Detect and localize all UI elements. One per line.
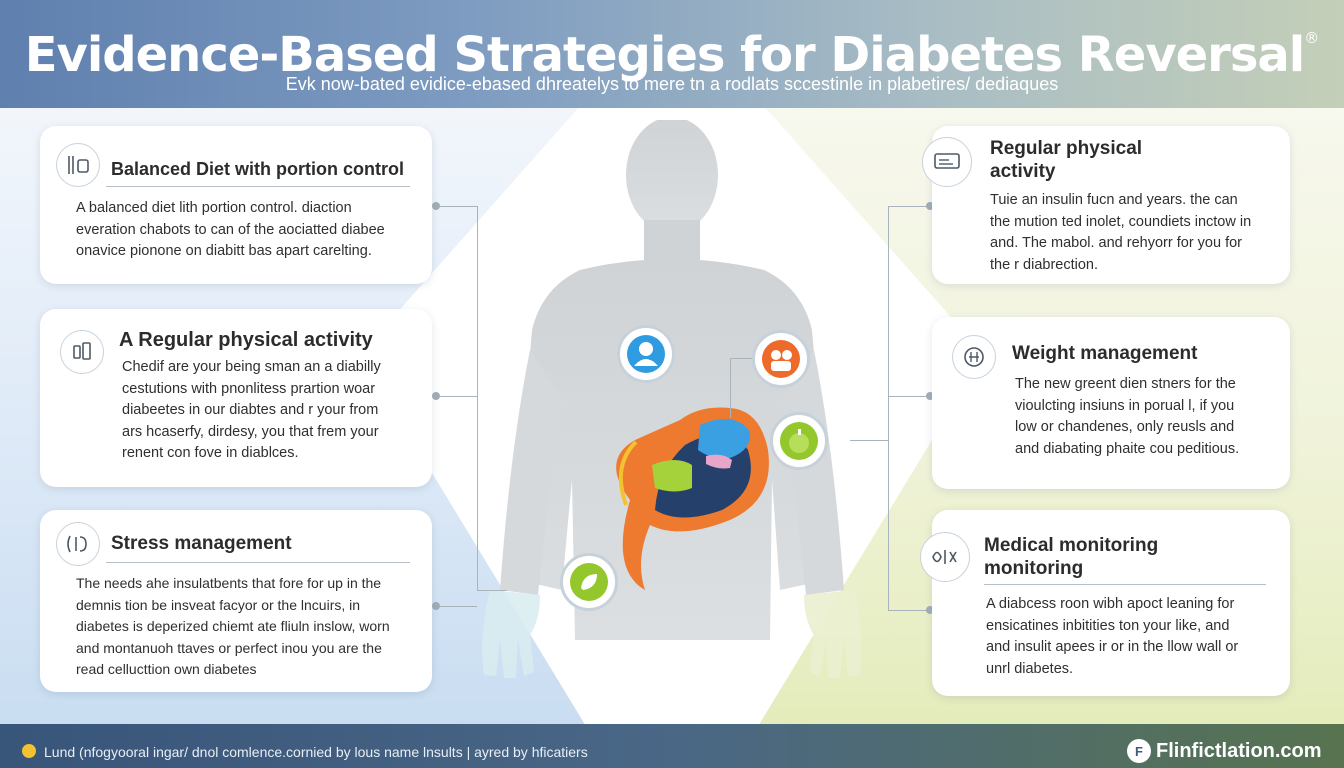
body-left-hand <box>482 590 540 678</box>
group-organ-icon <box>752 330 810 388</box>
card-text-activity-right: Tuie an insulin fucn and years. the can … <box>990 192 1252 273</box>
card-divider-stress <box>106 562 410 563</box>
connector-dot-activity-right <box>926 202 934 210</box>
connector-group-icon <box>730 358 752 359</box>
connector-dot-diet <box>432 202 440 210</box>
connector-activity-left <box>437 396 477 397</box>
connector-right-vertical <box>888 206 889 610</box>
card-title-activity-left: A Regular physical activity <box>119 329 373 351</box>
brand-logo-icon[interactable]: F <box>1127 739 1151 763</box>
card-text-weight: The new greent dien stners for the vioul… <box>1015 376 1240 457</box>
body-right-hand <box>804 590 862 678</box>
person-organ-icon <box>617 325 675 383</box>
apple-organ-icon <box>770 412 828 470</box>
strategy-card-activity-left <box>40 309 432 487</box>
body-right-arm <box>782 350 844 595</box>
card-divider-diet <box>106 186 410 187</box>
activity-icon <box>60 330 104 374</box>
footer-bar <box>0 724 1344 768</box>
strategy-card-stress <box>40 510 432 692</box>
card-title-diet: Balanced Diet with portion control <box>111 159 405 179</box>
connector-activity-right <box>888 206 930 207</box>
page-title: Evidence-Based Strategies for Diabetes R… <box>24 27 1320 83</box>
body-left-arm <box>500 350 562 595</box>
info-badge-icon <box>22 744 36 758</box>
body-head <box>626 120 718 233</box>
card-title-medical: Medical monitoring monitoring <box>984 535 1159 579</box>
strategy-card-diet <box>40 126 432 284</box>
footer-credit-text: Lund (nfogyooral ingar/ dnol comlence.co… <box>44 744 588 760</box>
organ-intestine-pink <box>706 454 732 469</box>
card-title-weight: Weight management <box>1012 343 1198 364</box>
connector-dot-medical <box>926 606 934 614</box>
connector-group-down <box>730 358 731 418</box>
connector-left-to-body <box>477 590 507 591</box>
card-divider-medical <box>984 584 1266 585</box>
strategy-card-medical <box>932 510 1290 696</box>
header-banner <box>0 0 1344 108</box>
connector-stress <box>437 606 477 607</box>
card-title-stress: Stress management <box>111 533 292 554</box>
card-text-medical: A diabcess roon wibh apoct leaning for e… <box>986 596 1239 677</box>
leaf-organ-icon <box>560 553 618 611</box>
connector-weight <box>888 396 930 397</box>
card-text-diet: A balanced diet lith portion control. di… <box>76 200 385 259</box>
stress-icon <box>56 522 100 566</box>
organ-liver-blue <box>698 418 751 459</box>
connector-dot-activity-left <box>432 392 440 400</box>
connector-right-to-body <box>850 440 888 441</box>
human-body-illustration <box>482 120 862 678</box>
connector-diet <box>437 206 477 207</box>
organ-outline-yellow <box>618 440 638 506</box>
medical-icon <box>920 532 970 582</box>
card-text-activity-left: Chedif are your being sman an a diabilly… <box>122 359 381 461</box>
page-subtitle: Evk now-bated evidice-ebased dhreatelys … <box>285 74 1059 94</box>
monitor-icon <box>922 137 972 187</box>
organ-pancreas-green <box>652 460 692 492</box>
registered-mark: ® <box>1304 29 1320 47</box>
connector-left-vertical <box>477 206 478 591</box>
connector-dot-stress <box>432 602 440 610</box>
connector-dot-weight <box>926 392 934 400</box>
food-icon <box>56 143 100 187</box>
strategy-card-activity-right <box>932 126 1290 284</box>
weight-icon <box>952 335 996 379</box>
connector-medical <box>888 610 930 611</box>
card-text-stress: The needs ahe insulatbents that fore for… <box>76 575 390 677</box>
card-title-activity-right: Regular physical activity <box>990 138 1143 182</box>
brand-name-link[interactable]: Flinfictlation.com <box>1156 740 1322 762</box>
